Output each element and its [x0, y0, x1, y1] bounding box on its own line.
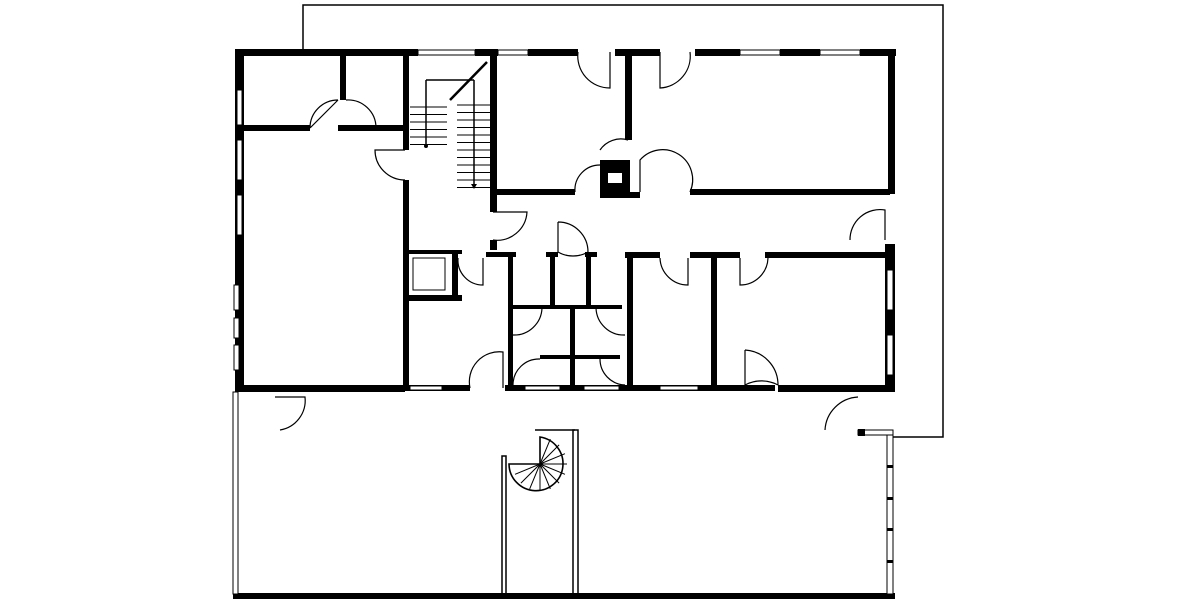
- interior-walls: [244, 52, 890, 390]
- spiral-step: [539, 453, 566, 465]
- spiral-step: [539, 444, 560, 465]
- spiral-step: [514, 463, 541, 475]
- spiral-step: [520, 463, 541, 484]
- exterior-walls: [233, 49, 896, 392]
- spiral-step: [539, 463, 560, 484]
- spiral-step: [539, 438, 551, 465]
- site-boundary: [302, 4, 944, 438]
- spiral-staircase: [508, 436, 567, 492]
- spiral-step: [529, 463, 541, 490]
- lower-hall: [232, 391, 895, 599]
- spiral-step: [539, 463, 566, 475]
- spiral-step: [539, 463, 551, 490]
- doors: [275, 51, 886, 431]
- stairs: [410, 61, 490, 189]
